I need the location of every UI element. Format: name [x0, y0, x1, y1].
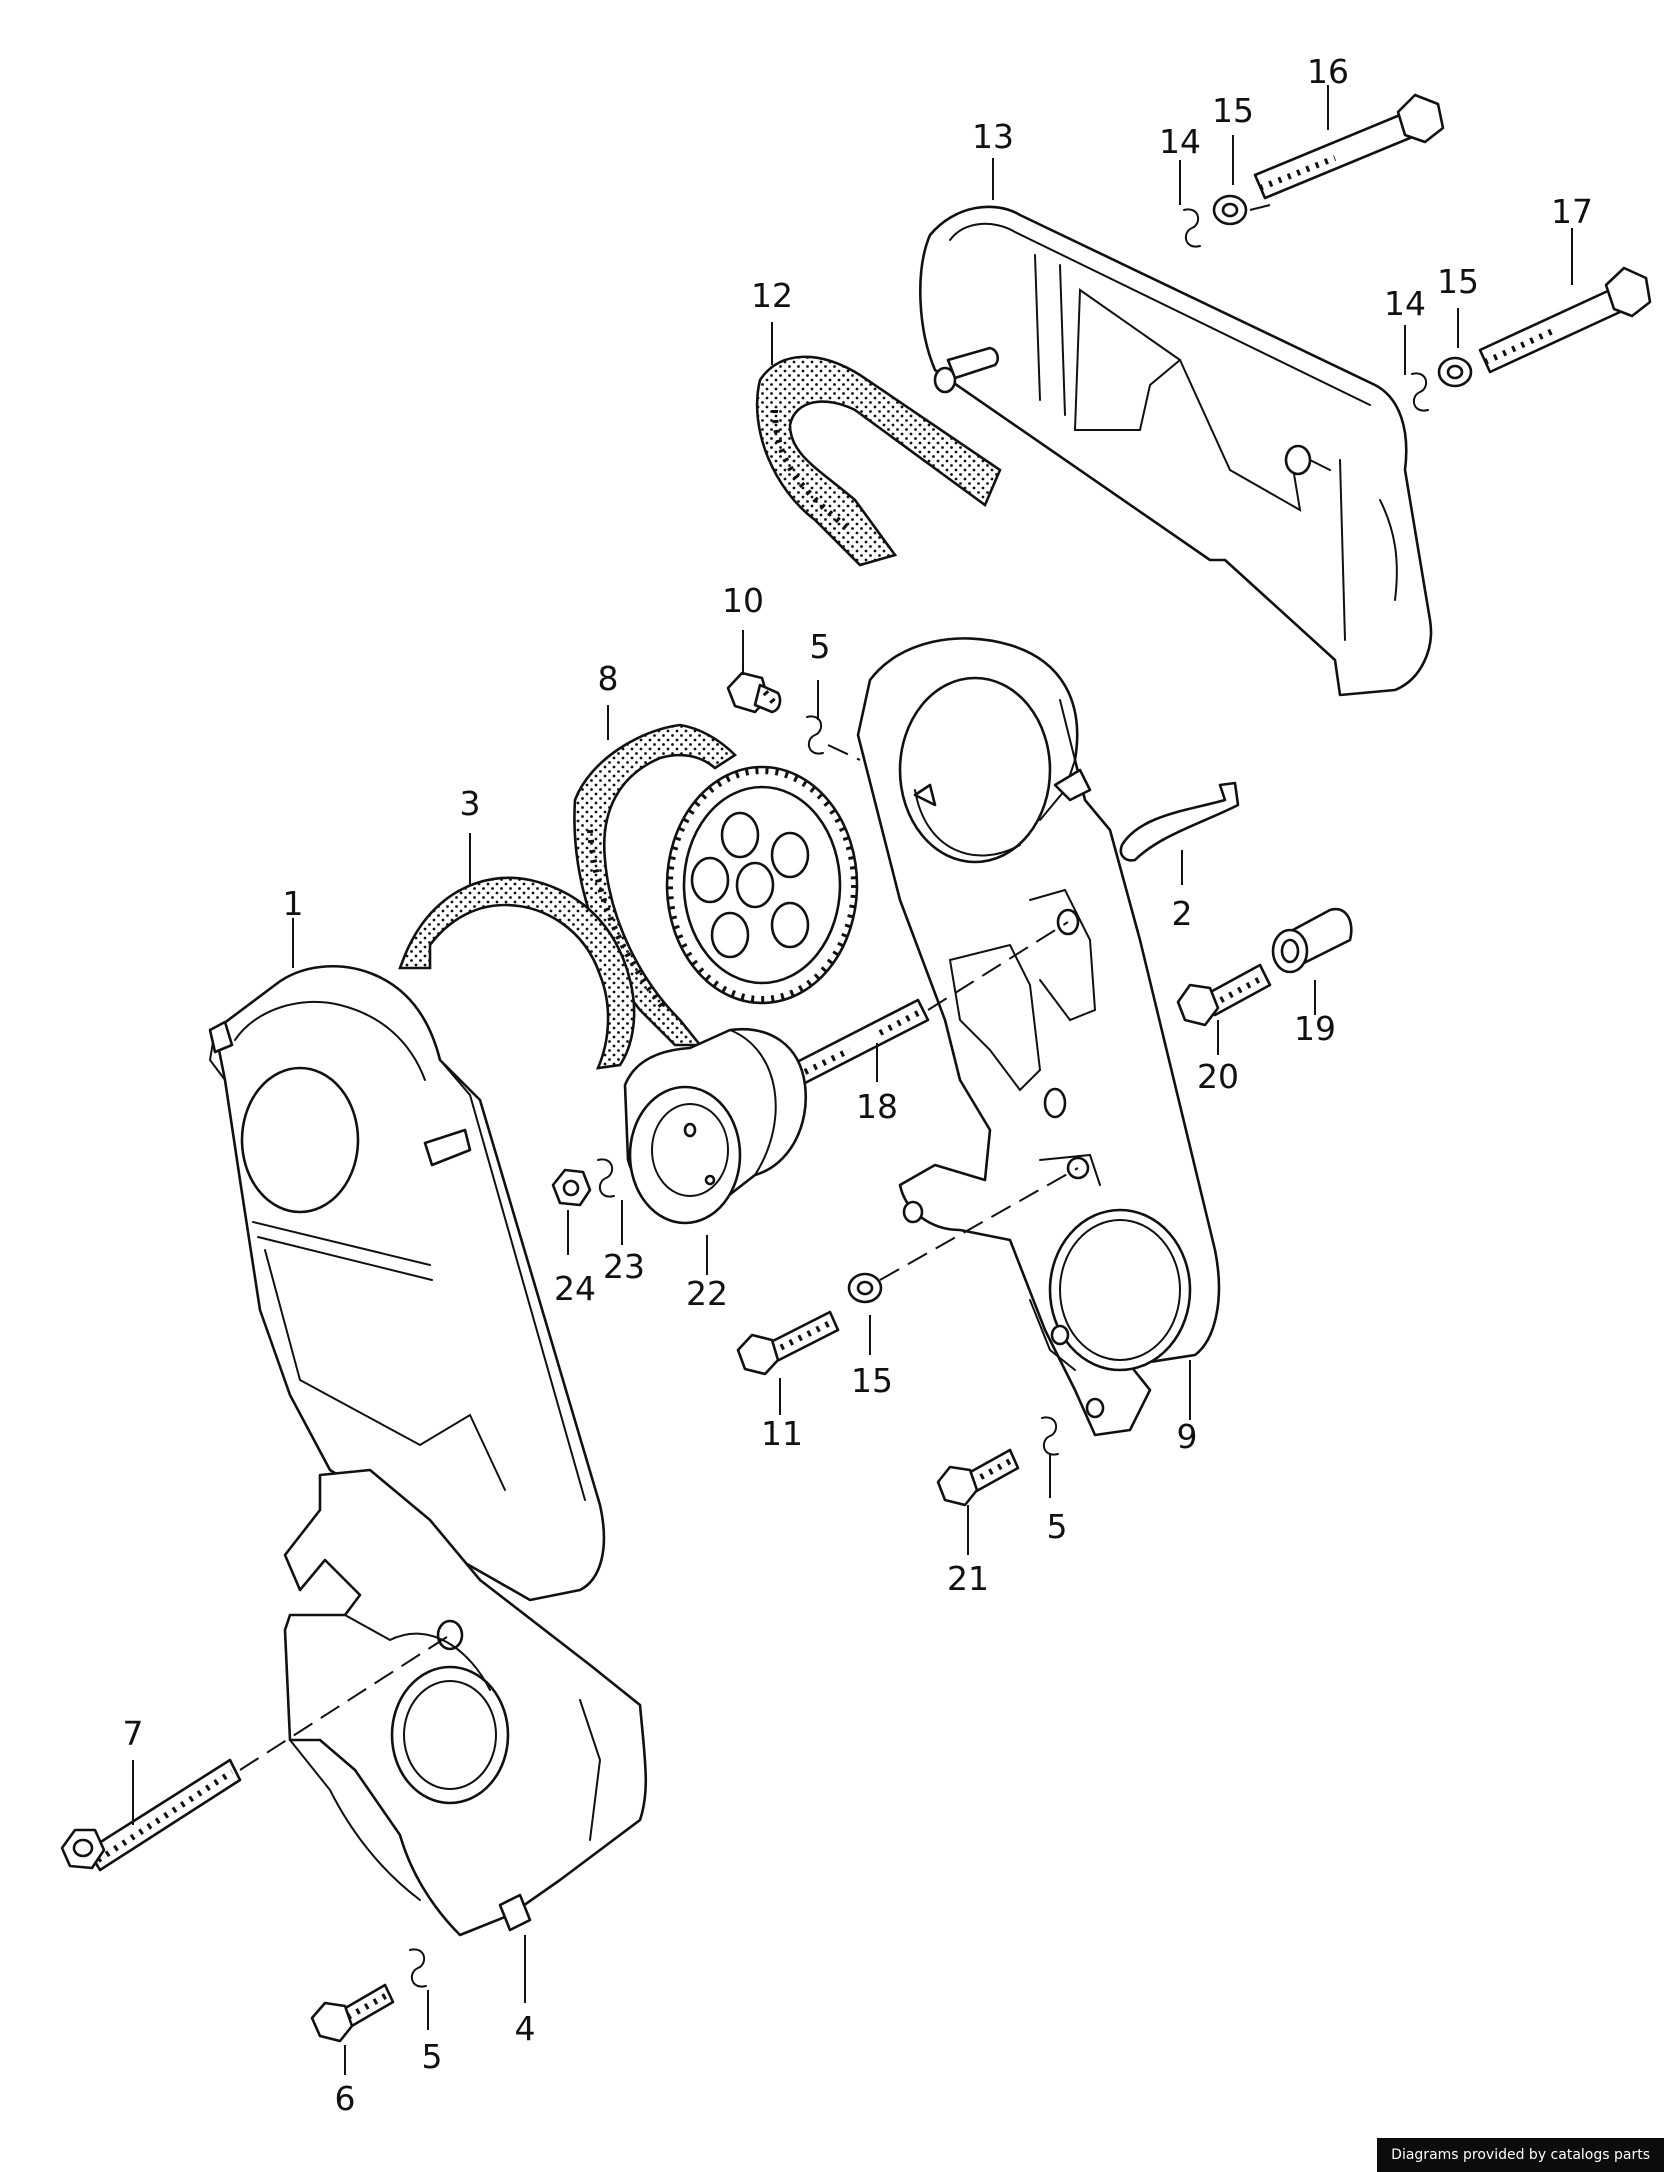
bolt-21	[936, 1448, 1020, 1507]
callout-15-upper: 15	[1212, 91, 1254, 130]
bolt-20	[1176, 963, 1272, 1027]
split-washer-23	[597, 1158, 615, 1198]
stud-18	[792, 998, 930, 1085]
callout-2: 2	[1172, 894, 1193, 933]
assembly-line-11	[879, 1167, 1079, 1281]
callout-5-lower: 5	[422, 2037, 443, 2076]
upper-timing-belt-segment	[755, 355, 1002, 567]
rear-timing-belt-guard	[856, 637, 1221, 1437]
callout-23: 23	[603, 1247, 645, 1286]
callout-4: 4	[515, 2009, 536, 2048]
callout-17: 17	[1551, 192, 1593, 231]
callout-11: 11	[761, 1414, 803, 1453]
washer-15c	[847, 1272, 883, 1304]
assembly-line-18	[927, 921, 1069, 1011]
callout-19: 19	[1294, 1009, 1336, 1048]
nut-24	[551, 1168, 592, 1207]
callout-5-right: 5	[1047, 1507, 1068, 1546]
lower-timing-belt-cover	[283, 1468, 648, 1937]
split-washer-14a	[1183, 208, 1201, 248]
callout-24: 24	[554, 1269, 596, 1308]
callout-22: 22	[686, 1274, 728, 1313]
credit-badge: Diagrams provided by catalogs parts	[1377, 2138, 1664, 2172]
assembly-line-7	[239, 1634, 451, 1771]
leader-lines	[132, 85, 1573, 2075]
callout-1: 1	[283, 884, 304, 923]
bolt-17	[1478, 266, 1652, 374]
callout-8: 8	[598, 659, 619, 698]
bushing-19	[1271, 907, 1353, 974]
callout-14-lower: 14	[1384, 284, 1426, 323]
assembly-line-5	[827, 744, 861, 761]
split-washer-14b	[1411, 372, 1429, 412]
belt-guard-segment-3	[398, 876, 636, 1070]
callout-5-upper: 5	[810, 627, 831, 666]
bolt-16	[1253, 93, 1445, 200]
front-timing-belt-cover	[208, 965, 606, 1602]
washer-15a	[1212, 194, 1248, 226]
tensioner-roller-22	[623, 1027, 808, 1225]
callout-3: 3	[460, 784, 481, 823]
bolt-6	[310, 1983, 395, 2043]
callout-10: 10	[722, 581, 764, 620]
bolt-11	[736, 1310, 840, 1376]
callout-9: 9	[1177, 1417, 1198, 1456]
assembly-line-16	[1249, 204, 1271, 211]
washer-15b	[1437, 356, 1473, 388]
upper-timing-belt-cover	[919, 205, 1433, 697]
split-washer-5c	[1041, 1416, 1059, 1456]
callout-21: 21	[947, 1559, 989, 1598]
callout-labels: 1 2 3 4 5 5 5 6 7 8 9 10 11 12 13 14 14 …	[123, 52, 1594, 2118]
split-washer-5b	[409, 1948, 427, 1988]
clip-2	[1119, 781, 1240, 862]
bolt-10	[726, 671, 782, 714]
bolt-7	[60, 1758, 242, 1872]
callout-13: 13	[972, 117, 1014, 156]
callout-18: 18	[856, 1087, 898, 1126]
callout-16: 16	[1307, 52, 1349, 91]
callout-6: 6	[335, 2079, 356, 2118]
callout-12: 12	[751, 276, 793, 315]
callout-15-middle: 15	[1437, 262, 1479, 301]
callout-14-upper: 14	[1159, 122, 1201, 161]
callout-20: 20	[1197, 1057, 1239, 1096]
callout-7: 7	[123, 1714, 144, 1753]
split-washer-5a	[806, 715, 824, 755]
callout-15-lower: 15	[851, 1361, 893, 1400]
